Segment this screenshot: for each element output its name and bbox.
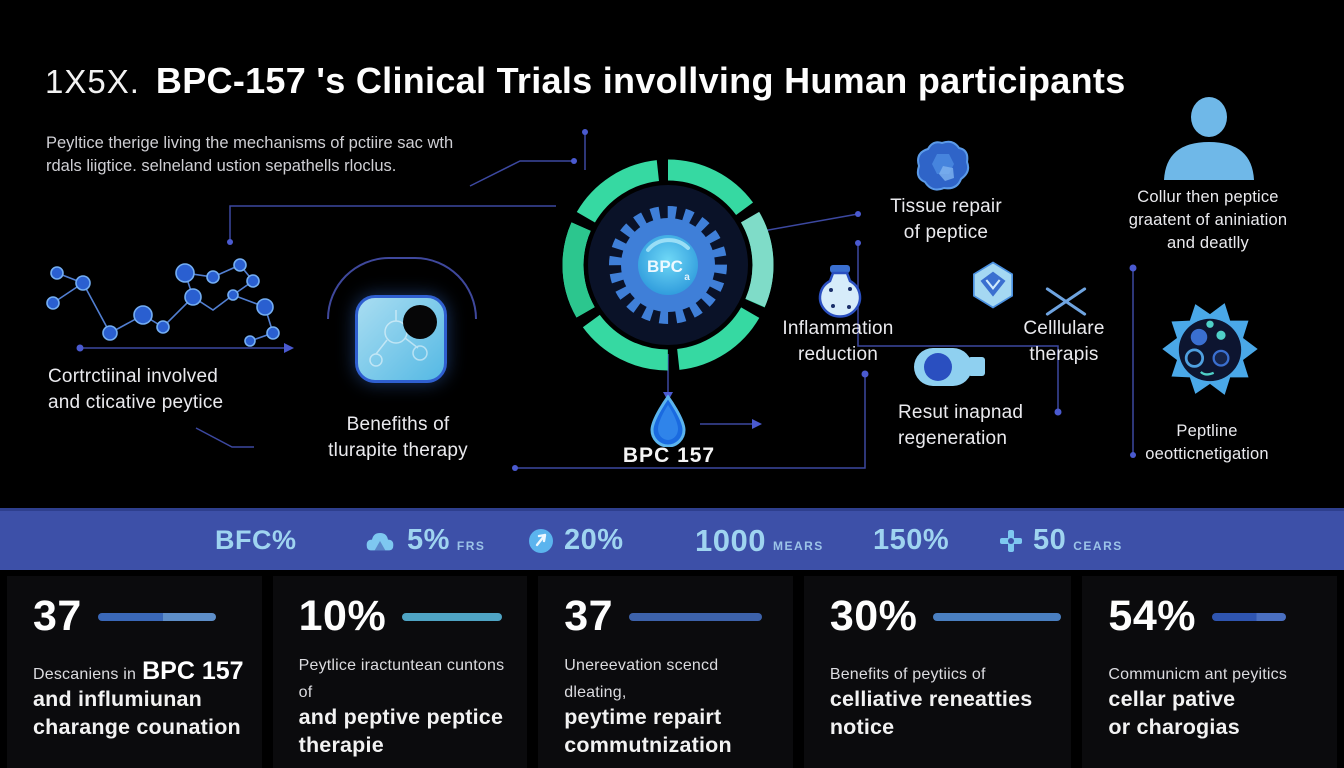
page-title: 1X5X. BPC-157 's Clinical Trials invollvi… bbox=[45, 60, 1126, 102]
benefits-label-line2: tlurapite therapy bbox=[328, 440, 468, 461]
plus-icon bbox=[998, 528, 1024, 554]
stat-value: 37 bbox=[564, 592, 614, 640]
stat-desc-small: Descaniens in bbox=[33, 666, 137, 683]
stat-value: 54% bbox=[1108, 592, 1196, 640]
molecule-label: Cortrctiinal involved and cticative peyt… bbox=[48, 364, 223, 416]
droplet-label: BPC 157 bbox=[622, 444, 716, 467]
stat-desc-small: Peytlice iractuntean cuntons of bbox=[298, 657, 505, 701]
droplet-icon bbox=[650, 394, 686, 447]
cellular-label: Celllulare therapis bbox=[1004, 316, 1124, 368]
stats-bar-value: 150% bbox=[873, 524, 950, 556]
stats-bar: BFC% 5% FRS 20% 1000 MEARS 150% 50 bbox=[0, 508, 1344, 570]
regeneration-label-line1: Resut inapnad bbox=[898, 402, 1024, 423]
person-label-line3: and deatlly bbox=[1166, 234, 1249, 252]
molecule-label-line1: Cortrctiinal involved bbox=[48, 366, 218, 387]
regeneration-label: Resut inapnad regeneration bbox=[898, 400, 1023, 452]
virus-label-line2: oeotticnetigation bbox=[1145, 445, 1269, 463]
stats-bar-item: 5% FRS bbox=[362, 511, 485, 570]
stat-desc-line3: or charogias bbox=[1108, 714, 1240, 739]
stat-value: 30% bbox=[829, 592, 918, 640]
virus-label: Peptline oeotticnetigation bbox=[1127, 420, 1287, 466]
stats-bar-unit: FRS bbox=[456, 538, 486, 553]
stat-progress-bar bbox=[402, 612, 503, 621]
stat-progress-bar bbox=[933, 612, 1062, 621]
cellular-label-line2: therapis bbox=[1029, 344, 1099, 365]
stats-bar-value: 5% bbox=[407, 524, 450, 556]
person-icon bbox=[1164, 97, 1254, 180]
molecule-icon bbox=[46, 258, 280, 347]
subtitle: Peyltice therige living the mechanisms o… bbox=[46, 132, 453, 178]
person-label: Collur then peptice graatent of aniniati… bbox=[1108, 186, 1308, 255]
stat-card: 37 Unereevation scencd dleating, peytime… bbox=[538, 576, 793, 768]
stat-progress-bar bbox=[629, 612, 763, 621]
hub-subscript: a bbox=[684, 272, 690, 283]
stats-bar-unit: CEARS bbox=[1073, 538, 1123, 553]
bpc-hub-icon: BPC a bbox=[562, 159, 774, 371]
stats-bar-item: 50 CEARS bbox=[998, 511, 1123, 570]
subtitle-line2: rdals liigtice. selneland ustion sepathe… bbox=[46, 157, 397, 175]
inflammation-label-line2: reduction bbox=[798, 344, 878, 365]
gem-icon bbox=[973, 261, 1013, 309]
virus-cell-icon bbox=[1162, 303, 1258, 395]
benefits-label-line1: Benefiths of bbox=[346, 414, 450, 435]
stat-desc-line3: therapie bbox=[298, 732, 384, 757]
stat-desc-line3: notice bbox=[829, 714, 895, 739]
stats-bar-value: 1000 bbox=[695, 522, 766, 558]
stat-desc-line3: commutnization bbox=[564, 732, 732, 757]
globe-icon bbox=[527, 527, 555, 555]
stat-desc-line2: and peptive peptice bbox=[298, 705, 504, 729]
tissue-label: Tissue repair of peptice bbox=[866, 194, 1026, 246]
molecule-label-line2: and cticative peytice bbox=[48, 392, 224, 413]
tissue-repair-icon bbox=[916, 140, 970, 191]
stat-desc-line2: celliative reneatties bbox=[829, 687, 1033, 711]
stat-progress-bar bbox=[97, 612, 216, 621]
subtitle-line1: Peyltice therige living the mechanisms o… bbox=[46, 134, 454, 152]
person-label-line2: graatent of aniniation bbox=[1128, 211, 1288, 229]
stat-value: 37 bbox=[33, 592, 82, 640]
stat-desc-small: Benefits of peytiics of bbox=[829, 666, 986, 683]
virus-label-line1: Peptline bbox=[1176, 422, 1238, 440]
title-prefix: 1X5X. bbox=[45, 63, 140, 100]
stats-bar-item: 150% bbox=[873, 511, 949, 570]
stat-desc-small: Unereevation scencd dleating, bbox=[564, 657, 719, 701]
cloud-icon bbox=[362, 529, 398, 553]
stat-progress-bar bbox=[1211, 612, 1286, 621]
stat-card: 54% Communicm ant peyitics cellar pative… bbox=[1082, 576, 1338, 768]
stat-desc-line2: and influmiunan bbox=[33, 687, 203, 711]
title-text: BPC-157 's Clinical Trials invollving Hu… bbox=[155, 60, 1126, 101]
stats-bar-item: BFC% bbox=[215, 511, 297, 570]
inflammation-label-line1: Inflammation bbox=[782, 318, 894, 339]
stats-bar-item: 1000 MEARS bbox=[695, 511, 824, 570]
hub-text: BPC bbox=[647, 257, 683, 276]
flask-icon bbox=[818, 265, 862, 318]
cellular-label-line1: Celllulare bbox=[1023, 318, 1105, 339]
stat-card: 30% Benefits of peytiics of celliative r… bbox=[803, 576, 1072, 768]
stat-desc-line2: peytime repairt bbox=[564, 705, 722, 729]
benefits-square-icon bbox=[355, 295, 447, 383]
stats-bar-item: 20% bbox=[527, 511, 624, 570]
tissue-label-line1: Tissue repair bbox=[890, 196, 1002, 217]
stats-bar-unit: MEARS bbox=[772, 538, 824, 553]
stat-desc-line3: charange counation bbox=[33, 714, 241, 739]
inflammation-label: Inflammation reduction bbox=[768, 316, 908, 368]
regeneration-icon bbox=[914, 348, 985, 386]
benefits-label: Benefiths of tlurapite therapy bbox=[318, 412, 478, 464]
stats-bar-value: 20% bbox=[564, 524, 624, 556]
stat-desc-small: Communicm ant peyitics bbox=[1108, 666, 1288, 683]
stat-desc-line2: cellar pative bbox=[1108, 687, 1236, 711]
stat-card: 10% Peytlice iractuntean cuntons of and … bbox=[272, 576, 528, 768]
stats-bar-value: 50 bbox=[1033, 524, 1067, 556]
stat-value: 10% bbox=[298, 592, 387, 640]
stats-bar-value: BFC% bbox=[215, 525, 297, 555]
square-dark-dot bbox=[403, 305, 437, 339]
tissue-label-line2: of peptice bbox=[903, 222, 989, 243]
person-label-line1: Collur then peptice bbox=[1137, 188, 1279, 206]
stat-desc-bold: BPC 157 bbox=[142, 657, 244, 685]
regeneration-label-line2: regeneration bbox=[898, 428, 1008, 449]
